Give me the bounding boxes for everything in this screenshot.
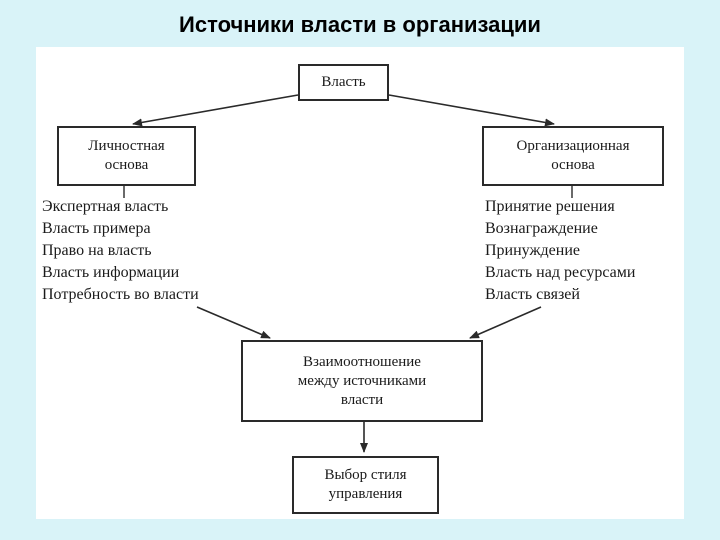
arrow-personal-list-to-relationship xyxy=(196,306,271,339)
arrow-power-to-organizational xyxy=(388,94,555,127)
diagram-panel xyxy=(36,47,684,519)
list-item: Принуждение xyxy=(485,242,580,259)
list-item: Право на власть xyxy=(42,242,152,259)
list-item: Власть связей xyxy=(485,286,580,303)
list-item: Вознаграждение xyxy=(485,220,598,237)
arrow-organizational-list-to-relationship xyxy=(469,306,542,339)
arrow-power-to-personal xyxy=(132,94,299,127)
list-item: Власть примера xyxy=(42,220,151,237)
list-item: Экспертная власть xyxy=(42,198,169,215)
organizational-sources-list: Принятие решения Вознаграждение Принужде… xyxy=(485,196,635,306)
list-item: Власть над ресурсами xyxy=(485,264,636,281)
node-personal-basis: Личностная основа xyxy=(57,126,196,186)
slide-title: Источники власти в организации xyxy=(179,12,541,37)
personal-sources-list: Экспертная власть Власть примера Право н… xyxy=(42,196,199,306)
list-item: Принятие решения xyxy=(485,198,615,215)
node-power: Власть xyxy=(298,64,389,101)
list-item: Власть информации xyxy=(42,264,180,281)
list-item: Потребность во власти xyxy=(42,286,199,303)
node-relationship: Взаимоотношение между источниками власти xyxy=(241,340,483,422)
node-style-choice: Выбор стиля управления xyxy=(292,456,439,514)
node-organizational-basis: Организационная основа xyxy=(482,126,664,186)
